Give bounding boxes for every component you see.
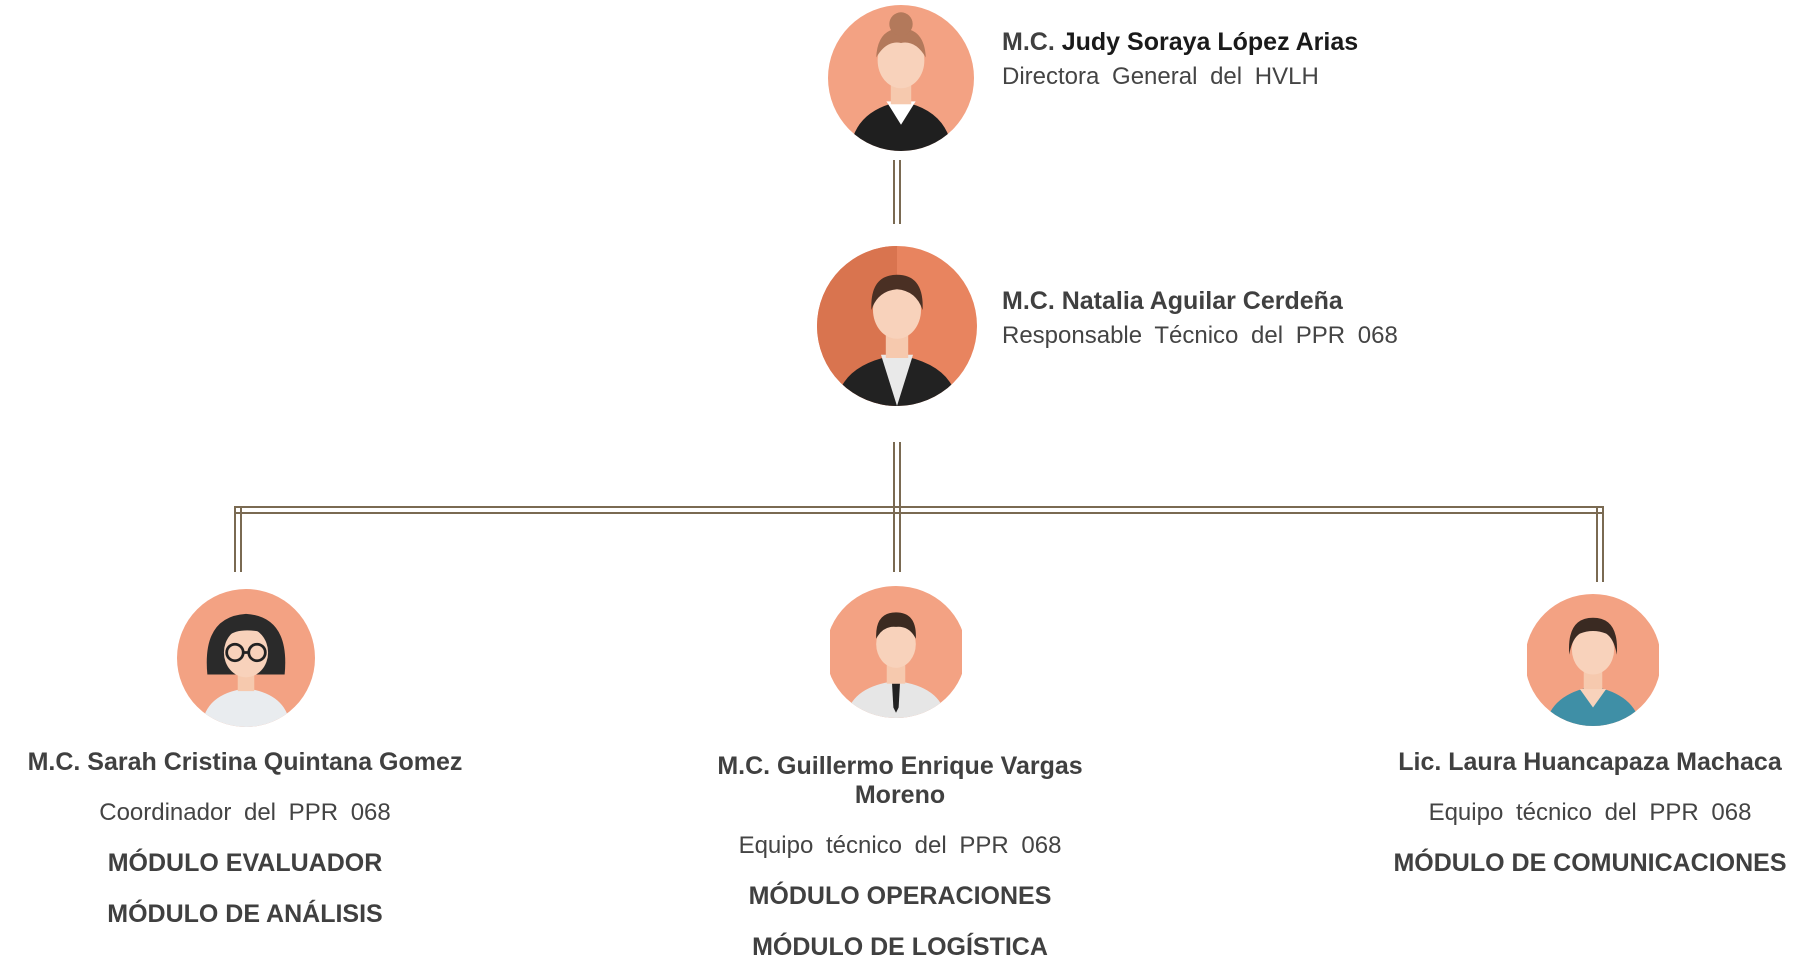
woman-glasses-avatar-icon — [177, 589, 315, 727]
woman-avatar-icon — [1527, 594, 1659, 726]
director-name-prefix: M.C. — [1002, 28, 1055, 56]
coordinator-module-1: MÓDULO EVALUADOR — [107, 849, 383, 877]
director-name: M.C. Judy Soraya López Arias — [1002, 28, 1358, 57]
director-role: Directora General del HVLH — [1002, 63, 1319, 90]
operations-avatar — [826, 586, 966, 718]
coordinator-avatar — [177, 589, 315, 727]
communications-info: Lic. Laura Huancapaza Machaca Equipo téc… — [1380, 748, 1800, 878]
technical-name: M.C. Natalia Aguilar Cerdeña — [1002, 287, 1343, 315]
director-info: M.C. Judy Soraya López Arias Directora G… — [1002, 28, 1358, 91]
woman-avatar-icon — [817, 246, 977, 406]
director-name-text: Judy Soraya López Arias — [1061, 28, 1359, 56]
operations-module-2: MÓDULO DE LOGÍSTICA — [752, 933, 1048, 961]
coordinator-name: M.C. Sarah Cristina Quintana Gomez — [27, 748, 463, 776]
operations-info: M.C. Guillermo Enrique Vargas Moreno Equ… — [670, 752, 1130, 962]
connector-bar-to-operations — [893, 506, 901, 572]
coordinator-role: Coordinador del PPR 068 — [99, 799, 391, 826]
technical-info: M.C. Natalia Aguilar Cerdeña Responsable… — [1002, 287, 1398, 350]
man-avatar-icon — [830, 586, 962, 718]
operations-module-1: MÓDULO OPERACIONES — [748, 882, 1052, 910]
communications-module-1: MÓDULO DE COMUNICACIONES — [1393, 849, 1787, 877]
technical-role: Responsable Técnico del PPR 068 — [1002, 322, 1398, 349]
connector-horizontal-bar — [234, 506, 1604, 514]
director-avatar — [828, 5, 974, 151]
communications-role: Equipo técnico del PPR 068 — [1428, 799, 1752, 826]
communications-avatar — [1525, 594, 1661, 726]
technical-avatar — [817, 246, 977, 406]
connector-director-to-technical — [893, 160, 901, 224]
woman-avatar-icon — [828, 5, 974, 151]
coordinator-module-2: MÓDULO DE ANÁLISIS — [107, 900, 383, 928]
operations-role: Equipo técnico del PPR 068 — [738, 832, 1062, 859]
operations-name: M.C. Guillermo Enrique Vargas Moreno — [717, 752, 1083, 809]
connector-bar-to-communications — [1596, 506, 1604, 582]
connector-bar-to-coordinator — [234, 506, 242, 572]
coordinator-info: M.C. Sarah Cristina Quintana Gomez Coord… — [0, 748, 490, 929]
communications-name: Lic. Laura Huancapaza Machaca — [1398, 748, 1782, 776]
